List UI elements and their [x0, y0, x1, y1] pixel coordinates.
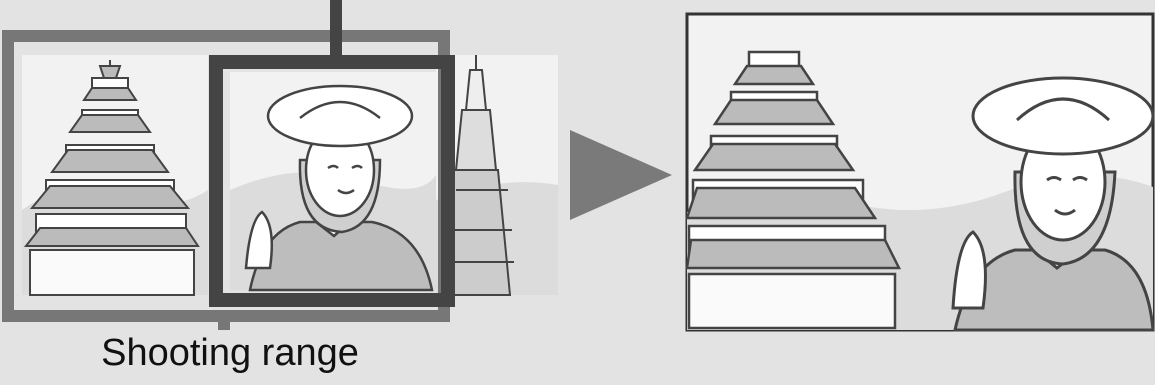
shooting-range-caption: Shooting range: [0, 332, 460, 375]
caption-leader-line: [218, 318, 230, 330]
panorama-result-photo: [685, 12, 1155, 332]
panorama-diagram: [0, 0, 560, 330]
portrait-photo: [230, 72, 436, 290]
castle-photo: [22, 55, 208, 295]
right-arrow-icon: [568, 130, 678, 220]
